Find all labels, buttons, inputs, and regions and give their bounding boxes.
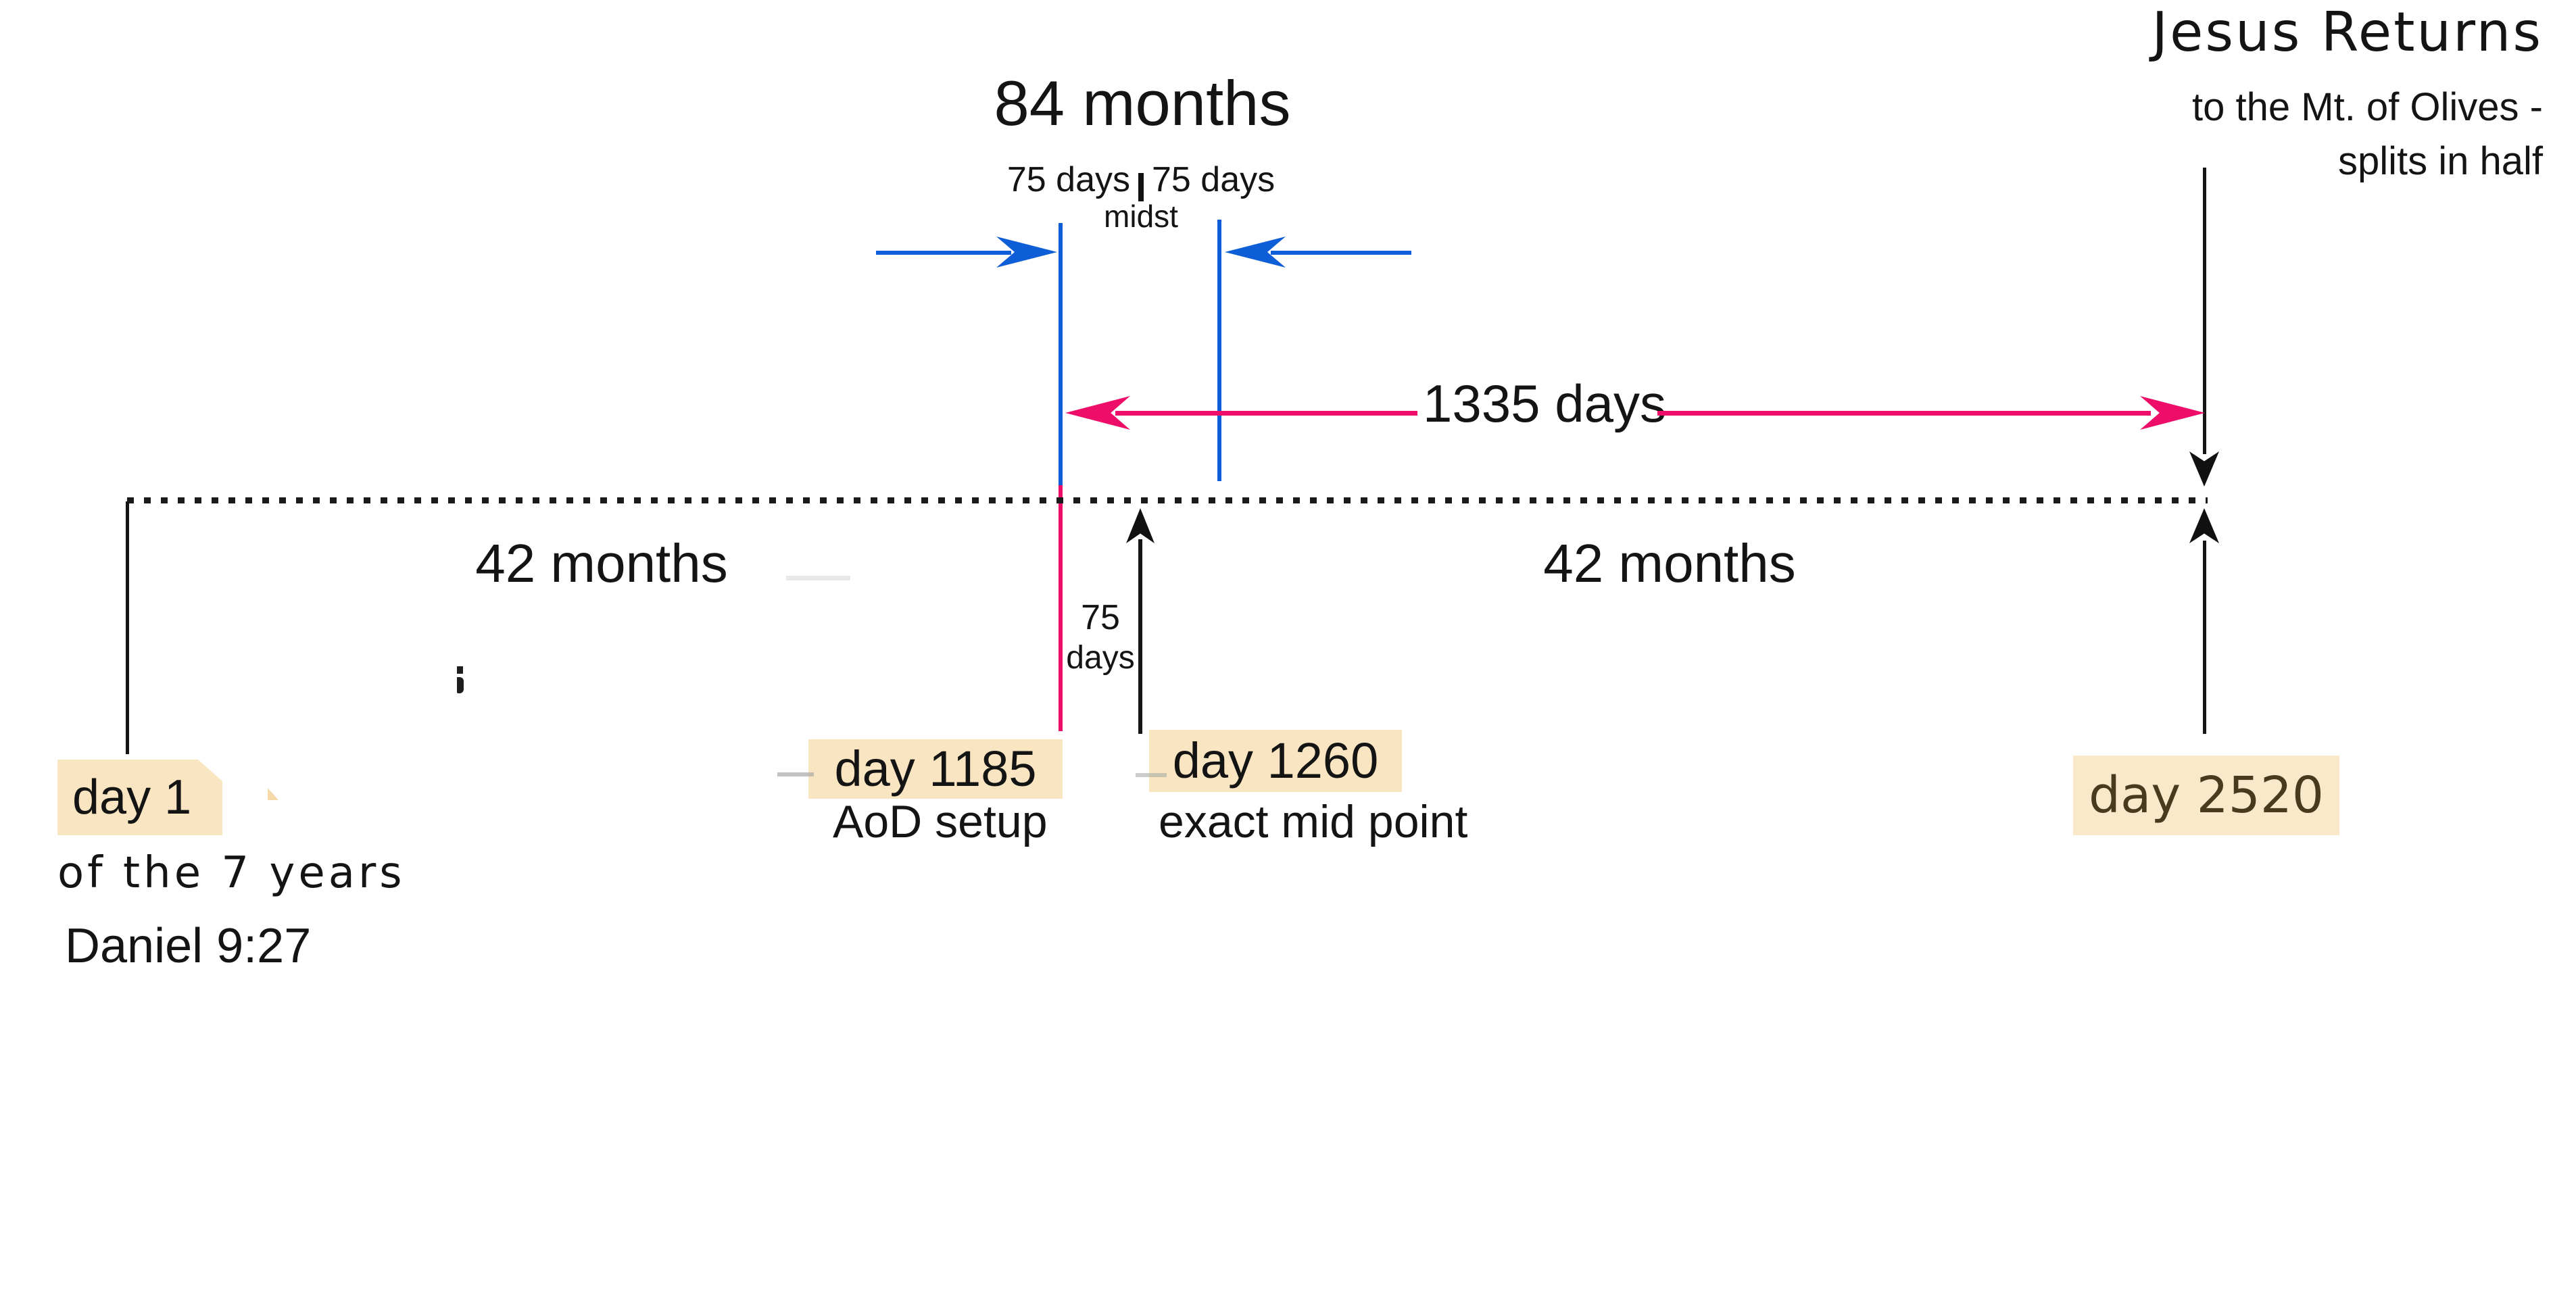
day-1-caption-7-years: of the 7 years (57, 848, 406, 898)
peach-speck (268, 788, 278, 800)
day-2520-badge: day 2520 (2073, 755, 2339, 835)
post-midst-75-days-label: 75 days (1152, 160, 1275, 199)
day-1185-caption: AoD setup (833, 796, 1048, 847)
day-1185-pink-line (1059, 485, 1063, 731)
seven-year-timeline (127, 497, 2208, 503)
day-2520-label: day 2520 (2089, 766, 2324, 824)
day-1-badge: day 1 (57, 760, 222, 835)
pink-line-left-segment (1115, 411, 1417, 416)
pink-line-right-segment (1657, 411, 2151, 416)
day-1260-badge: day 1260 (1149, 730, 1402, 792)
gap-75-line: 75 (1081, 598, 1120, 637)
blue-arrow-right-line (1271, 251, 1411, 255)
day-1-caption-daniel: Daniel 9:27 (65, 919, 312, 973)
arrow-up-icon (2189, 508, 2219, 543)
gap-days-line: days (1066, 640, 1135, 676)
jesus-returns-title: Jesus Returns (2152, 1, 2543, 64)
day-1185-blue-line (1059, 223, 1063, 485)
day-1260-marker-line (1138, 539, 1142, 734)
post-midst-blue-line (1217, 220, 1221, 481)
scan-streak-left (777, 772, 814, 776)
day-1185-label: day 1185 (834, 741, 1037, 797)
scan-streak-mid (1136, 773, 1167, 777)
stray-mark-comma (457, 677, 464, 693)
day-1260-label: day 1260 (1172, 733, 1379, 789)
day-2520-marker-line (2203, 541, 2206, 734)
midst-75-days-group: 75 days 75 days (972, 162, 1310, 201)
arrow-down-icon (2189, 451, 2219, 487)
day-1185-badge: day 1185 (808, 739, 1063, 799)
midpoint-arrow-up-icon (1126, 508, 1155, 543)
gap-75-days-label: 75 days (1063, 600, 1138, 674)
days-1335-label: 1335 days (1423, 374, 1666, 433)
second-half-42-months-label: 42 months (1543, 533, 1796, 593)
day-1260-caption: exact mid point (1159, 796, 1468, 847)
eighty-four-months-label: 84 months (994, 68, 1291, 139)
splits-in-half-subtitle: splits in half (2337, 139, 2543, 183)
day-1-marker-line (126, 501, 129, 754)
first-half-42-months-label: 42 months (475, 533, 728, 593)
pre-midst-75-days-label: 75 days (1006, 160, 1130, 199)
faint-smudge (786, 576, 850, 580)
day-1-label: day 1 (72, 770, 192, 824)
stray-mark-dot (457, 666, 463, 674)
midst-label: midst (1104, 199, 1178, 234)
mt-of-olives-subtitle: to the Mt. of Olives - (2192, 85, 2543, 129)
blue-arrow-left-line (876, 251, 1011, 255)
midst-tick-icon (1138, 173, 1144, 201)
jesus-returns-arrow-line (2203, 168, 2206, 454)
